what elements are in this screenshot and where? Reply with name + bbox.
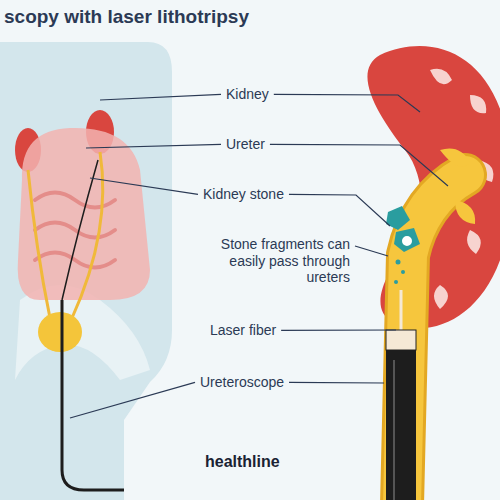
part-label: Laser fiber (210, 322, 276, 339)
leader-line (289, 194, 390, 226)
ureter-line (28, 170, 50, 318)
stone-fragment (396, 260, 401, 265)
part-label: Kidney stone (203, 186, 284, 203)
laser-burst (401, 235, 413, 247)
leader-line (90, 178, 198, 194)
ureteroscope-illustration (386, 350, 416, 500)
leader-line (289, 382, 384, 384)
torso-silhouette (0, 42, 172, 500)
scope-tip (386, 330, 416, 350)
leader-line (86, 144, 221, 148)
leader-line (355, 246, 388, 256)
part-label: Ureter (226, 136, 265, 153)
kidney-stone (394, 228, 420, 252)
part-label: Ureteroscope (200, 374, 284, 391)
laser-fiber (400, 290, 403, 330)
diagram-title: scopy with laser lithotripsy (4, 6, 249, 29)
scope-highlight (393, 360, 395, 500)
intestines (18, 128, 150, 300)
renal-pelvis (440, 149, 475, 225)
leader-line (281, 329, 396, 331)
leader-line (100, 94, 221, 100)
stone-fragment (401, 270, 405, 274)
stone-fragment (394, 280, 398, 284)
watermark: healthline (205, 452, 280, 471)
leader-line (274, 94, 420, 112)
ureter-line (72, 152, 103, 318)
bladder (38, 312, 82, 352)
ureteroscope-line (62, 300, 124, 490)
leader-line (270, 144, 448, 186)
ureteroscope-line (62, 160, 98, 300)
leader-line (70, 382, 195, 418)
part-label: Kidney (226, 86, 269, 103)
part-label: Stone fragments can easily pass through … (182, 236, 350, 286)
